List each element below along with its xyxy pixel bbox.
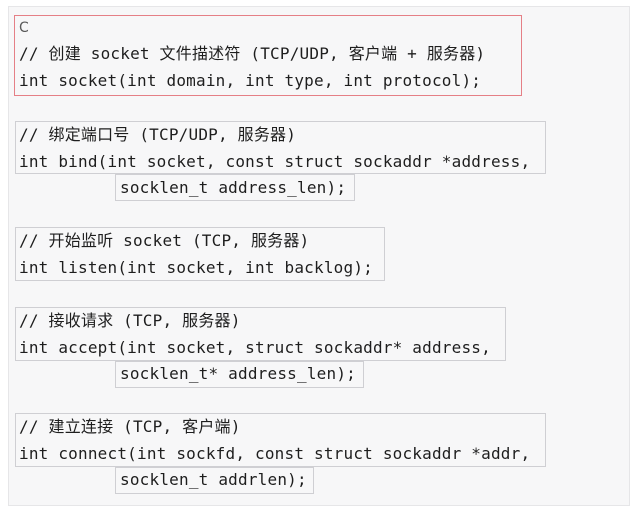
code-line-bind-cont: socklen_t address_len); [120, 178, 347, 197]
code-block-connect[interactable] [15, 413, 546, 467]
code-line-connect-cont: socklen_t addrlen); [120, 470, 307, 489]
code-block-bind-cont [115, 174, 355, 201]
code-comment-listen: // 开始监听 socket (TCP, 服务器) [19, 231, 310, 250]
code-line-accept: int accept(int socket, struct sockaddr* … [19, 338, 491, 357]
code-language-label: C [19, 20, 29, 36]
code-block-accept[interactable] [15, 307, 506, 361]
code-block-connect-cont [115, 467, 314, 494]
code-block-bind[interactable] [15, 121, 546, 174]
code-block-socket[interactable] [14, 15, 522, 96]
code-comment-socket: // 创建 socket 文件描述符 (TCP/UDP, 客户端 + 服务器) [19, 44, 486, 63]
code-block-listen[interactable] [15, 227, 385, 281]
code-line-listen: int listen(int socket, int backlog); [19, 258, 373, 277]
code-line-bind: int bind(int socket, const struct sockad… [19, 152, 531, 171]
code-comment-bind: // 绑定端口号 (TCP/UDP, 服务器) [19, 125, 297, 144]
code-block-accept-cont [115, 361, 364, 388]
code-comment-accept: // 接收请求 (TCP, 服务器) [19, 311, 241, 330]
code-line-socket: int socket(int domain, int type, int pro… [19, 71, 482, 90]
code-line-connect: int connect(int sockfd, const struct soc… [19, 444, 531, 463]
code-line-accept-cont: socklen_t* address_len); [120, 364, 356, 383]
code-comment-connect: // 建立连接 (TCP, 客户端) [19, 417, 241, 436]
